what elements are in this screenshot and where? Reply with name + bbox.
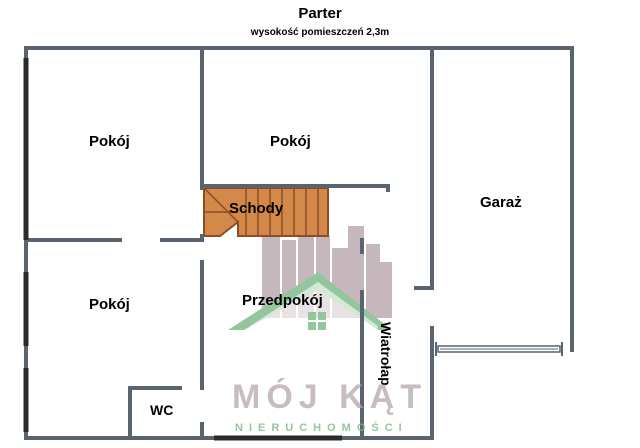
logo-watermark-icon — [228, 218, 392, 380]
page-title: Parter — [298, 5, 342, 22]
logo-name: MÓJ KĄT — [232, 378, 427, 416]
room-label-przedpokoj: Przedpokój — [242, 292, 323, 309]
page-subtitle: wysokość pomieszczeń 2,3m — [250, 27, 390, 38]
room-label-wc: WC — [150, 402, 174, 418]
logo-subtitle: NIERUCHOMOŚCI — [235, 422, 408, 434]
room-label-pokoj-top-left: Pokój — [89, 133, 130, 150]
garage-door-icon — [435, 342, 563, 356]
room-label-pokoj-top-center: Pokój — [270, 133, 311, 150]
room-label-schody: Schody — [229, 200, 284, 217]
room-label-wiatrolap: Wiatrołap — [378, 322, 394, 386]
stairs-icon — [203, 187, 329, 237]
room-label-pokoj-bottom-left: Pokój — [89, 296, 130, 313]
room-label-garaz: Garaż — [480, 194, 522, 211]
windows — [23, 58, 342, 441]
